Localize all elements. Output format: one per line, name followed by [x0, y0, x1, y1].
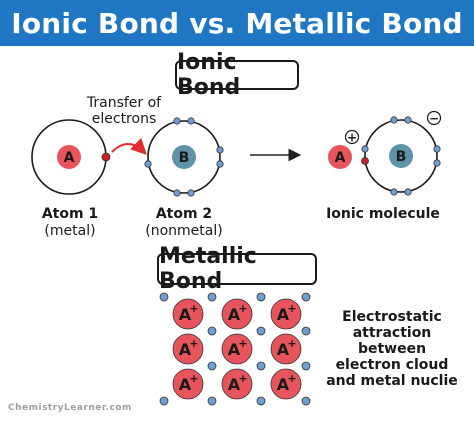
metal-ion-charge: +	[287, 372, 296, 385]
metal-ion-charge: +	[189, 372, 198, 385]
electron	[187, 117, 195, 125]
metal-ion-charge: +	[238, 337, 247, 350]
free-electron	[301, 292, 311, 302]
electron	[433, 159, 441, 167]
electron	[404, 188, 412, 196]
atom2-type: (nonmetal)	[145, 223, 223, 239]
description-line: electron cloud	[335, 357, 449, 373]
electron	[404, 116, 412, 124]
electron	[216, 160, 224, 168]
atom1-type: (metal)	[44, 223, 96, 239]
metal-ion: A+	[270, 333, 302, 365]
metal-ion: A+	[172, 333, 204, 365]
metal-ion-letter: A	[277, 340, 290, 359]
electron-sea	[159, 292, 311, 406]
shared-electron	[361, 157, 369, 165]
metal-ion-charge: +	[189, 302, 198, 315]
electron	[390, 116, 398, 124]
electron	[173, 189, 181, 197]
molecule-letter-b: B	[396, 149, 407, 165]
metal-ion: A+	[172, 368, 204, 400]
free-electron	[301, 326, 311, 336]
metal-ion: A+	[270, 298, 302, 330]
electron	[144, 160, 152, 168]
free-electron	[301, 361, 311, 371]
metal-ion-charge: +	[189, 337, 198, 350]
metal-ion: A+	[172, 298, 204, 330]
atom1-letter: A	[64, 150, 75, 166]
title-banner: Ionic Bond vs. Metallic Bond	[0, 0, 474, 46]
molecule-shell	[364, 119, 438, 193]
molecule-nucleus-b	[389, 144, 413, 168]
description-line: and metal nuclie	[326, 373, 458, 389]
metal-ion-letter: A	[179, 340, 192, 359]
free-electron	[256, 292, 266, 302]
electron	[390, 188, 398, 196]
description-line: Electrostatic	[342, 309, 442, 325]
metal-ion: A+	[221, 333, 253, 365]
atom1-nucleus	[57, 145, 81, 169]
free-electron	[159, 396, 169, 406]
metallic-bond-label: Metallic Bond	[157, 244, 317, 294]
free-electron	[301, 396, 311, 406]
electron	[187, 189, 195, 197]
transferred-electron	[101, 152, 111, 162]
transfer-label-line2: electrons	[91, 111, 157, 127]
ionic-molecule-label: Ionic molecule	[326, 206, 440, 222]
page-title: Ionic Bond vs. Metallic Bond	[11, 6, 463, 40]
transfer-arrow	[111, 137, 147, 155]
metal-ion: A+	[221, 368, 253, 400]
metal-ion-letter: A	[228, 375, 241, 394]
metal-ion-charge: +	[238, 372, 247, 385]
positive-charge-icon	[344, 129, 360, 145]
metal-ion: A+	[221, 298, 253, 330]
description-line: attraction	[352, 325, 432, 341]
metal-ion: A+	[270, 368, 302, 400]
atom2-name: Atom 2	[155, 206, 213, 222]
molecule-nucleus-a	[328, 145, 352, 169]
metal-ion-letter: A	[228, 340, 241, 359]
metal-ion-letter: A	[277, 305, 290, 324]
charge-a: +	[347, 131, 357, 145]
description-line: between	[357, 341, 427, 357]
electron	[433, 145, 441, 153]
metal-ion-charge: +	[287, 302, 296, 315]
electron	[173, 117, 181, 125]
credit-text: ChemistryLearner.com	[8, 403, 132, 413]
metal-ion-letter: A	[277, 375, 290, 394]
free-electron	[207, 396, 217, 406]
molecule-letter-a: A	[335, 150, 346, 166]
metal-ion-letter: A	[228, 305, 241, 324]
electron	[361, 145, 369, 153]
metal-ion-letter: A	[179, 305, 192, 324]
atom2-nucleus	[172, 145, 196, 169]
free-electron	[207, 292, 217, 302]
atom1-name: Atom 1	[41, 206, 99, 222]
metal-ion-charge: +	[287, 337, 296, 350]
metal-ion-lattice: A+A+A+A+A+A+A+A+A+	[172, 298, 302, 400]
charge-b: −	[429, 112, 439, 126]
free-electron	[207, 326, 217, 336]
free-electron	[256, 396, 266, 406]
atom2-shell	[147, 120, 221, 194]
free-electron	[207, 361, 217, 371]
electron	[216, 146, 224, 154]
metal-ion-charge: +	[238, 302, 247, 315]
free-electron	[256, 326, 266, 336]
atom2-letter: B	[179, 150, 190, 166]
free-electron	[159, 292, 169, 302]
free-electron	[256, 361, 266, 371]
negative-charge-icon	[426, 110, 442, 126]
transfer-label-line1: Transfer of	[86, 95, 162, 111]
metal-ion-letter: A	[179, 375, 192, 394]
